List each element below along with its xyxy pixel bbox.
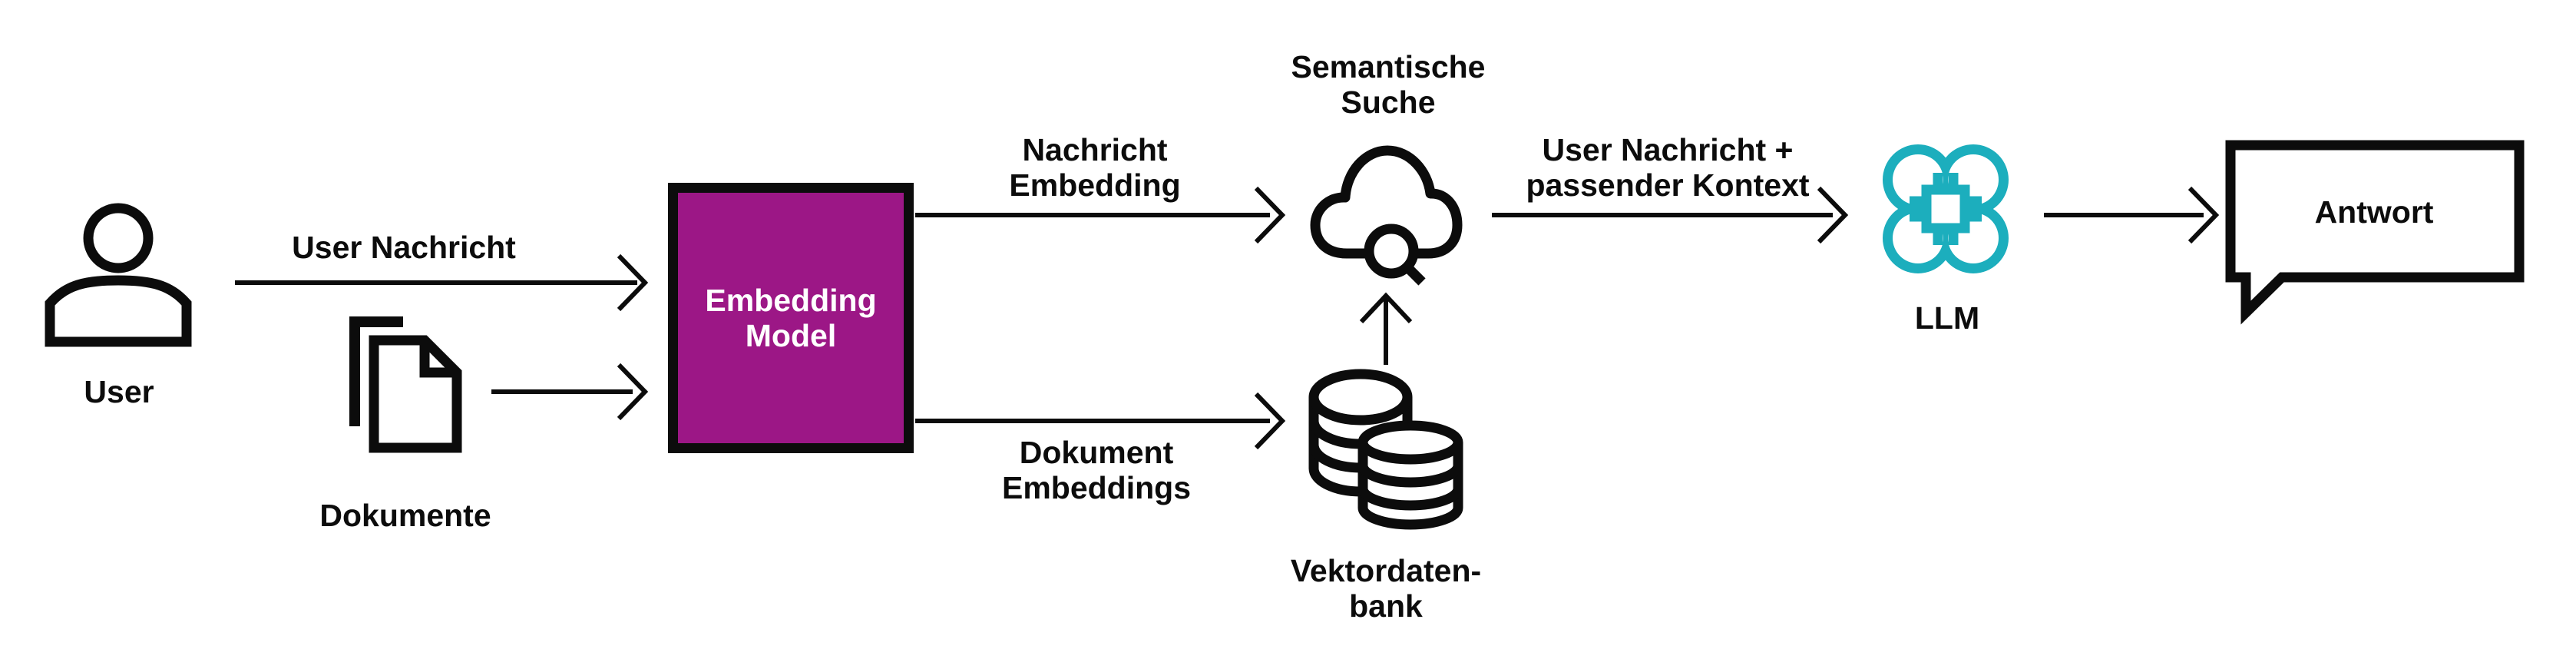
- arrow-nachricht-embedding: [915, 186, 1286, 244]
- label-user-nachricht: User Nachricht: [292, 230, 516, 265]
- documents-icon: [349, 316, 462, 453]
- embedding-model-box: Embedding Model: [668, 183, 914, 453]
- chip-icon: [1910, 173, 1982, 245]
- documents-label: Dokumente: [319, 498, 491, 533]
- database-icon: [1308, 369, 1463, 530]
- embedding-model-label-line1: Embedding: [705, 283, 877, 318]
- llm-icon: [1883, 144, 2009, 273]
- arrow-kontext-to-llm: [1492, 186, 1849, 244]
- label-nachricht-embedding: Nachricht Embedding: [1009, 132, 1181, 203]
- arrow-dokument-embeddings: [915, 392, 1286, 450]
- cloud-search-icon: [1310, 145, 1463, 286]
- antwort-label: Antwort: [2314, 194, 2434, 230]
- speech-bubble-icon: [2225, 140, 2525, 325]
- arrow-user-nachricht: [235, 253, 649, 312]
- arrow-dokumente-to-model: [491, 363, 649, 421]
- label-user-nachricht-kontext: User Nachricht + passender Kontext: [1526, 132, 1810, 203]
- llm-label: LLM: [1914, 300, 1980, 336]
- user-label: User: [84, 374, 154, 409]
- user-icon: [45, 203, 192, 347]
- vektordatenbank-label: Vektordaten- bank: [1290, 553, 1482, 624]
- embedding-model-label-line2: Model: [745, 318, 837, 353]
- arrow-llm-to-antwort: [2044, 186, 2220, 244]
- semantische-suche-label: Semantische Suche: [1291, 49, 1486, 120]
- arrow-db-to-search: [1359, 292, 1413, 365]
- label-dokument-embeddings: Dokument Embeddings: [1001, 435, 1192, 505]
